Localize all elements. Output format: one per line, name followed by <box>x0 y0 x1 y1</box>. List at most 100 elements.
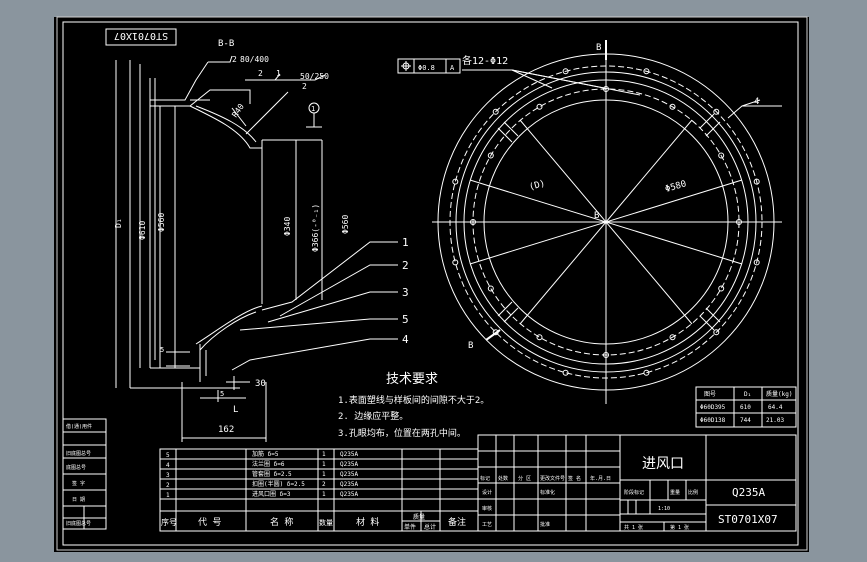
spec-r2c2: 744 <box>740 417 751 424</box>
part-callouts: 1 2 3 5 4 <box>402 236 409 346</box>
tech-item-2: 2. 边缘应平整。 <box>338 410 408 422</box>
bom-header-text: 序号 代 号 名 称 数量 材 料 质量 单件 总计 备注 <box>161 513 466 531</box>
tolerance-frame <box>397 58 461 74</box>
bolt-hole <box>669 103 676 110</box>
tb-mark: 标记 <box>480 475 490 482</box>
title-block-text: 进风口 Q235A ST0701X07 标记 处数 分 区 更改文件号 签 名 … <box>480 456 778 531</box>
bom-h-code: 代 号 <box>198 517 221 528</box>
side-strip-text: 借(通)用件 旧底图总号 底图总号 签 字 日 期 旧底图总号 <box>66 423 92 527</box>
section-dim-text: 2 80/400 2 1 50/250 2 1 R40 D₁ Φ610 Φ560… <box>114 55 350 435</box>
bolt-hole <box>603 352 609 358</box>
drawing-number: ST0701X07 <box>718 513 778 526</box>
bom-cell: 1 <box>322 451 326 458</box>
outer-frame <box>56 16 808 551</box>
bom-cell: 3 <box>166 472 170 479</box>
bolt-hole <box>536 334 543 341</box>
section-label: B-B <box>218 39 234 49</box>
bolt-hole <box>718 152 725 159</box>
bom-h-weight: 质量 <box>413 513 425 521</box>
tb-sign: 签 名 <box>568 475 581 482</box>
bolt-hole <box>736 219 742 225</box>
bolt-hole <box>452 259 459 266</box>
tb-ratio: 比例 <box>688 489 698 496</box>
tb-approve: 批准 <box>540 521 550 528</box>
material-cell: Q235A <box>732 486 765 499</box>
bom-cell: 1 <box>322 461 326 468</box>
bolt-hole <box>713 108 720 115</box>
bom-cell: 1 <box>322 471 326 478</box>
circle-view-text: B B B 各12-Φ12 Φ0.8 A (D) Φ580 4 <box>418 43 759 351</box>
weld-value-1: 80/400 <box>240 55 269 64</box>
balloon-4: 4 <box>754 97 759 107</box>
dim-610: Φ610 <box>138 221 147 240</box>
tb-count: 处数 <box>498 475 508 482</box>
callout-2: 2 <box>402 259 409 272</box>
bom-cell: Q235A <box>340 481 358 488</box>
spec-h3: 质量(kg) <box>766 390 792 398</box>
spec-r2c1: Φ60D138 <box>700 417 726 424</box>
bom-cell: 扣圈(半圆) δ=2.5 <box>252 480 305 488</box>
bom-cell: Q235A <box>340 461 358 468</box>
dim-366: Φ366(-⁰₋₁) <box>311 204 320 252</box>
dim-560b: Φ560 <box>341 215 350 234</box>
bolt-hole <box>753 259 760 266</box>
tb-change: 更改文件号 <box>540 475 565 482</box>
bom-cell: Q235A <box>340 491 358 498</box>
tb-scale: 1:10 <box>658 506 670 512</box>
bom-cell: Q235A <box>340 471 358 478</box>
bolt-hole <box>562 369 569 376</box>
dim-340: Φ340 <box>283 217 292 236</box>
callout-3: 3 <box>402 286 409 299</box>
dim-d-paren: (D) <box>528 179 546 193</box>
spec-table <box>695 386 797 428</box>
callout-5: 5 <box>402 313 409 326</box>
strip-3: 旧底图总号 <box>66 450 91 457</box>
bom-h-name: 名 称 <box>270 516 293 528</box>
bom-cell: 进风口圈 δ=3 <box>252 490 291 498</box>
spec-table-text: 图号 D₁ 质量(kg) Φ60D395 610 64.4 Φ60D138 74… <box>700 390 792 424</box>
bom-cell: 2 <box>166 482 170 489</box>
callout-4: 4 <box>402 333 409 346</box>
tech-requirements: 技术要求 1.表面塑线与样板间的间隙不大于2。 2. 边缘应平整。 3.孔眼均布… <box>338 372 489 439</box>
bom-h-remark: 备注 <box>448 516 466 528</box>
tb-process: 工艺 <box>482 522 492 528</box>
inner-frame <box>62 21 799 546</box>
bom-cell: 1 <box>166 492 170 499</box>
dim-5a: 5 <box>220 390 224 398</box>
tb-design: 设计 <box>482 489 492 496</box>
spec-r1c1: Φ60D395 <box>700 404 726 411</box>
bom-cell: 4 <box>166 462 170 469</box>
view-b-top: B <box>596 43 601 53</box>
dim-30: 30 <box>255 379 266 389</box>
callout-1: 1 <box>402 236 409 249</box>
section-view: B-B <box>115 39 398 442</box>
bolt-hole <box>753 178 760 185</box>
tech-title: 技术要求 <box>386 372 438 387</box>
dim-162: 162 <box>218 425 234 435</box>
bom-cell: 法兰圈 δ=6 <box>252 460 285 468</box>
bolt-hole <box>713 329 720 336</box>
part-name: 进风口 <box>642 456 684 472</box>
tb-standard: 标准化 <box>540 489 555 496</box>
note-holes: 各12-Φ12 <box>462 54 508 67</box>
strip-5: 签 字 <box>72 480 85 487</box>
bolt-hole <box>487 285 494 292</box>
bolt-hole <box>470 219 476 225</box>
bom-cell: Q235A <box>340 451 358 458</box>
bolt-hole <box>562 68 569 75</box>
bom-h-material: 材 料 <box>356 516 379 528</box>
view-b-center: B <box>594 211 599 221</box>
bolt-hole <box>669 334 676 341</box>
code-box-text: ST0701X07 <box>114 30 168 41</box>
weld-symbol-2a: 2 <box>258 69 263 78</box>
bom-cell: 5 <box>166 452 170 459</box>
tolerance-value: Φ0.8 <box>418 64 435 72</box>
tb-date: 年.月.日 <box>590 475 611 482</box>
strip-1: 借(通)用件 <box>66 423 92 430</box>
bolt-hole <box>487 152 494 159</box>
bolt-hole <box>718 285 725 292</box>
bom-cell: 管套圈 δ=2.5 <box>252 470 292 478</box>
bom-cell: 1 <box>322 491 326 498</box>
